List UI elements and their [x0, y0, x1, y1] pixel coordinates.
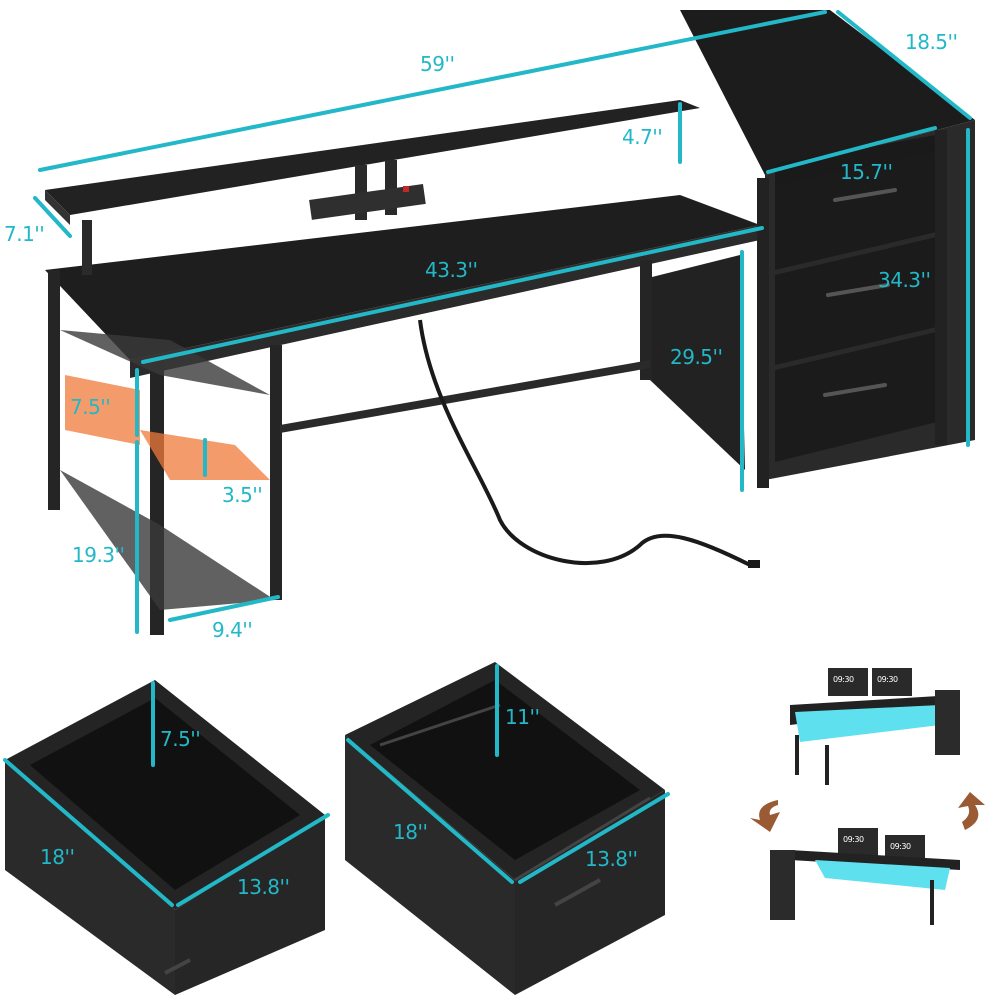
dim-cabinet-height: 34.3'' [878, 268, 931, 292]
dim-small-drawer-width: 13.8'' [237, 875, 290, 899]
dim-shelf-height: 19.3'' [72, 543, 125, 567]
preview-clock-1: 09:30 [833, 675, 854, 684]
dim-large-drawer-length: 18'' [393, 820, 428, 844]
dim-monitor-shelf-height: 4.7'' [622, 125, 663, 149]
dim-desk-height: 29.5'' [670, 345, 723, 369]
dim-shelf-adjust: 3.5'' [222, 483, 263, 507]
preview-clock-2: 09:30 [877, 675, 898, 684]
reversible-preview-top [790, 668, 960, 785]
reversible-preview-bottom [770, 828, 960, 925]
dim-overall-depth: 18.5'' [905, 30, 958, 54]
dim-large-drawer-depth: 11'' [505, 705, 540, 729]
dim-shelf-depth: 9.4'' [212, 618, 253, 642]
dim-overall-width: 59'' [420, 52, 455, 76]
dim-cabinet-width: 15.7'' [840, 160, 893, 184]
dim-large-drawer-width: 13.8'' [585, 847, 638, 871]
preview-clock-3: 09:30 [843, 835, 864, 844]
rotate-arrow-up-icon [958, 792, 985, 830]
dim-small-drawer-depth: 7.5'' [160, 727, 201, 751]
preview-clock-4: 09:30 [890, 842, 911, 851]
dim-monitor-shelf-depth: 7.1'' [4, 222, 45, 246]
dim-desktop-width: 43.3'' [425, 258, 478, 282]
dim-small-drawer-length: 18'' [40, 845, 75, 869]
dim-shelf-spacing: 7.5'' [70, 395, 111, 419]
rotate-arrow-down-icon [750, 800, 780, 832]
